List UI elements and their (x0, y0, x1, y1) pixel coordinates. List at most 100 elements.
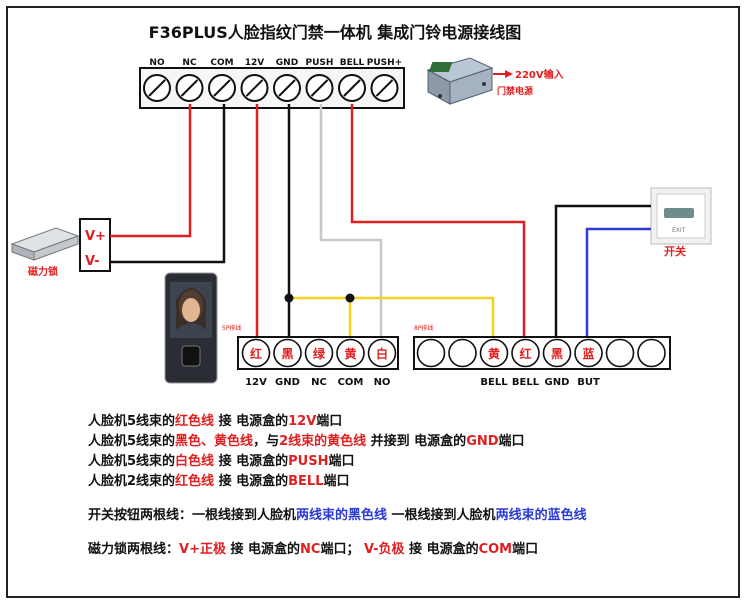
wires (110, 104, 651, 342)
wire-gnd-yellow-b (350, 296, 495, 342)
maglock-label: 磁力锁 (28, 265, 58, 278)
note-segment: NC (300, 542, 321, 557)
c5-pin (241, 338, 271, 368)
note-segment: 接 电源盒的 (214, 474, 289, 489)
c5-pin (367, 338, 397, 368)
connector-8p-tag: 8P排线 (414, 324, 433, 332)
screw-slot (375, 79, 394, 97)
note-segment: 人脸机2线束的 (88, 474, 176, 489)
c8-pin (416, 338, 446, 368)
c5-pin (336, 338, 365, 368)
c5-pin-color: 黑 (281, 347, 293, 361)
c8-pin (479, 338, 509, 368)
note-segment: 并接到 电源盒的 (366, 434, 467, 449)
maglock-vplus: V+ (85, 229, 106, 244)
note-segment: 端口 (512, 542, 539, 557)
note-segment: V+正极 (179, 542, 226, 557)
note-segment: PUSH (288, 454, 329, 469)
note-segment: 端口； (320, 542, 364, 557)
terminal-label-12v: 12V (245, 58, 265, 68)
note-segment: 黑色、黄色线 (175, 434, 254, 449)
wire-push-white (319, 104, 383, 342)
c8-pin (574, 338, 603, 368)
power-supply-label: 门禁电源 (497, 85, 533, 97)
ac-input-label: 220V输入 (515, 68, 564, 81)
note-segment: 红色线 (175, 414, 215, 429)
note-line: 人脸机5线束的白色线 接 电源盒的PUSH端口 (88, 452, 728, 472)
exit-small-text: EXIT (672, 227, 686, 234)
terminal-label-gnd: GND (276, 58, 298, 68)
terminal-label-no: NO (149, 58, 165, 68)
face-terminal-device (164, 272, 218, 384)
note-segment: 人脸机5线束的 (88, 434, 176, 449)
c5-pin-label: COM (338, 377, 364, 388)
c5-pin-label: NC (311, 377, 327, 388)
note-segment: 人脸机5线束的 (88, 454, 176, 469)
c8-pin-color: 蓝 (582, 346, 594, 361)
terminal-label-pushplus: PUSH+ (367, 58, 402, 68)
c8-pin (542, 338, 572, 368)
note-segment: 2线束的黄色线 (279, 434, 367, 449)
screw-slot (278, 79, 296, 97)
c5-pin-color: 白 (376, 346, 388, 361)
c5-pin-label: GND (275, 377, 300, 388)
note-segment: 端口 (316, 414, 343, 429)
note-segment: 端口 (328, 454, 355, 469)
power-supply-icon (426, 57, 494, 105)
connector-5p-tag: 5P排线 (222, 324, 241, 332)
note-segment: 接 电源盒的 (404, 542, 479, 557)
wire-switch-blue (585, 227, 651, 342)
exit-button-label: 开关 (664, 244, 686, 258)
wire-bell-red (350, 104, 526, 342)
note-line: 人脸机5线束的红色线 接 电源盒的12V端口 (88, 412, 728, 432)
c5-pin-color: 黄 (344, 346, 356, 361)
page-title: F36PLUS人脸指纹门禁一体机 集成门铃电源接线图 (149, 23, 522, 42)
c8-pin (605, 338, 635, 368)
terminal-label-nc: NC (182, 58, 197, 68)
c8-pin-color: 黄 (488, 346, 500, 361)
note-line: 开关按钮两根线：一根线接到人脸机两线束的黑色线 一根线接到人脸机两线束的蓝色线 (88, 506, 728, 526)
c5-pin (273, 338, 302, 368)
maglock-icon (10, 227, 80, 261)
c5-pin (304, 338, 334, 368)
maglock-vminus: V- (85, 254, 100, 269)
note-segment: COM (478, 542, 513, 557)
note-segment: BELL (288, 474, 324, 489)
screw-slot (245, 79, 264, 97)
c5-pin-label: NO (374, 377, 391, 388)
exit-button-icon (650, 187, 712, 245)
note-segment: GND (466, 434, 499, 449)
note-segment: 磁力锁两根线： (88, 542, 180, 557)
note-segment: ，与 (253, 434, 280, 449)
terminal-label-bell: BELL (340, 58, 365, 68)
note-segment: 红色线 (175, 474, 215, 489)
wire-vplus-nc (110, 104, 192, 238)
note-segment: 端口 (498, 434, 525, 449)
terminal-label-push: PUSH (306, 58, 334, 68)
screw-slot (213, 79, 231, 97)
note-segment: 端口 (323, 474, 350, 489)
junction-dot-1 (284, 293, 294, 303)
screw-slot (310, 79, 329, 97)
terminal-label-com: COM (210, 58, 233, 68)
wire-vminus-com (110, 104, 226, 264)
c8-pin (511, 338, 540, 368)
note-spacer (88, 526, 728, 540)
c8-pin-label: BELL (512, 377, 540, 388)
screw-slot (343, 79, 361, 97)
note-segment: 开关按钮两根线：一根线接到人脸机 (88, 508, 297, 523)
note-segment: V-负极 (364, 542, 405, 557)
maglock-terminal (79, 218, 111, 272)
note-segment: 接 电源盒的 (214, 454, 289, 469)
junction-dot-2 (345, 293, 355, 303)
c8-pin-color: 黑 (551, 347, 563, 361)
note-line: 人脸机2线束的红色线 接 电源盒的BELL端口 (88, 472, 728, 492)
screw-slot (148, 79, 166, 97)
note-segment: 两线束的蓝色线 (495, 508, 587, 523)
note-segment: 接 电源盒的 (225, 542, 301, 557)
c8-pin (448, 338, 477, 368)
c5-pin-label: 12V (245, 377, 267, 388)
